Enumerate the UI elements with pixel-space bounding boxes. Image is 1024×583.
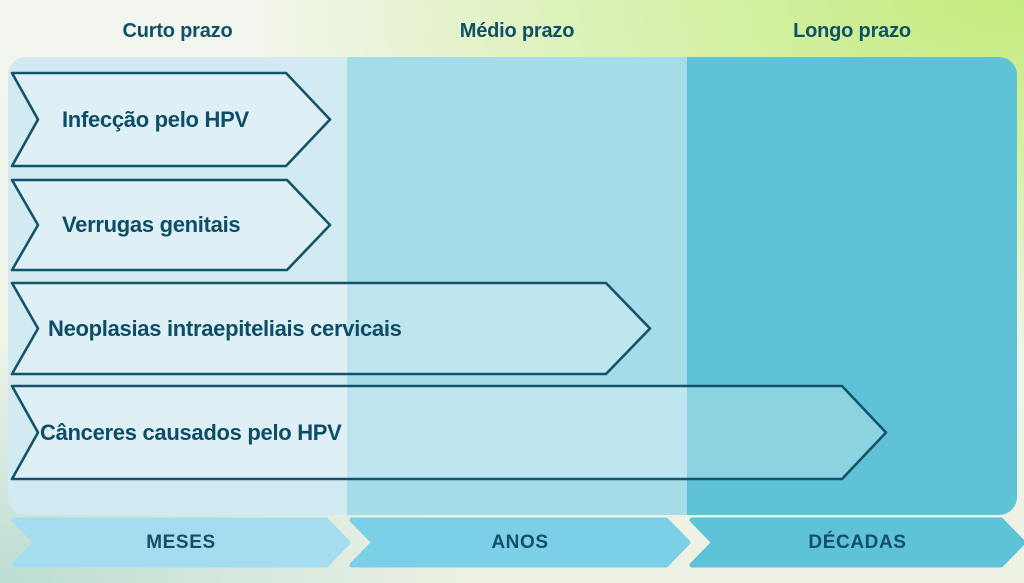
band-shape xyxy=(689,517,1024,568)
condition-label: Cânceres causados pelo HPV xyxy=(40,419,342,445)
column-medio-prazo xyxy=(347,57,687,515)
axis-band-meses: MESES xyxy=(11,517,351,568)
band-shape xyxy=(11,517,351,568)
condition-arrow-neoplasias: Neoplasias intraepiteliais cervicais xyxy=(10,281,652,376)
condition-arrow-infeccao-hpv: Infecção pelo HPV xyxy=(10,71,332,168)
arrow-shape xyxy=(10,71,332,168)
condition-arrow-verrugas-genitais: Verrugas genitais xyxy=(10,178,332,272)
condition-arrow-canceres: Cânceres causados pelo HPV xyxy=(10,384,888,481)
period-label-medio-prazo: Médio prazo xyxy=(459,19,575,42)
axis-label: ANOS xyxy=(491,531,549,553)
condition-label: Infecção pelo HPV xyxy=(62,106,249,132)
arrow-shape xyxy=(10,384,888,481)
column-longo-prazo xyxy=(687,57,1017,515)
axis-band-decadas: DÉCADAS xyxy=(689,517,1024,568)
period-headers: Curto prazo Médio prazo Longo prazo xyxy=(8,14,1017,48)
axis-band-anos: ANOS xyxy=(349,517,691,568)
arrow-shape xyxy=(10,281,652,376)
condition-label: Verrugas genitais xyxy=(62,212,241,237)
period-label-curto-prazo: Curto prazo xyxy=(122,19,233,42)
timeline-panel xyxy=(8,57,1017,515)
column-curto-prazo xyxy=(8,57,347,515)
axis-label: MESES xyxy=(146,531,216,553)
period-label-longo-prazo: Longo prazo xyxy=(793,19,911,42)
arrow-shape xyxy=(10,178,332,272)
condition-label: Neoplasias intraepiteliais cervicais xyxy=(48,315,402,341)
axis-label: DÉCADAS xyxy=(808,531,907,553)
band-shape xyxy=(349,517,691,568)
